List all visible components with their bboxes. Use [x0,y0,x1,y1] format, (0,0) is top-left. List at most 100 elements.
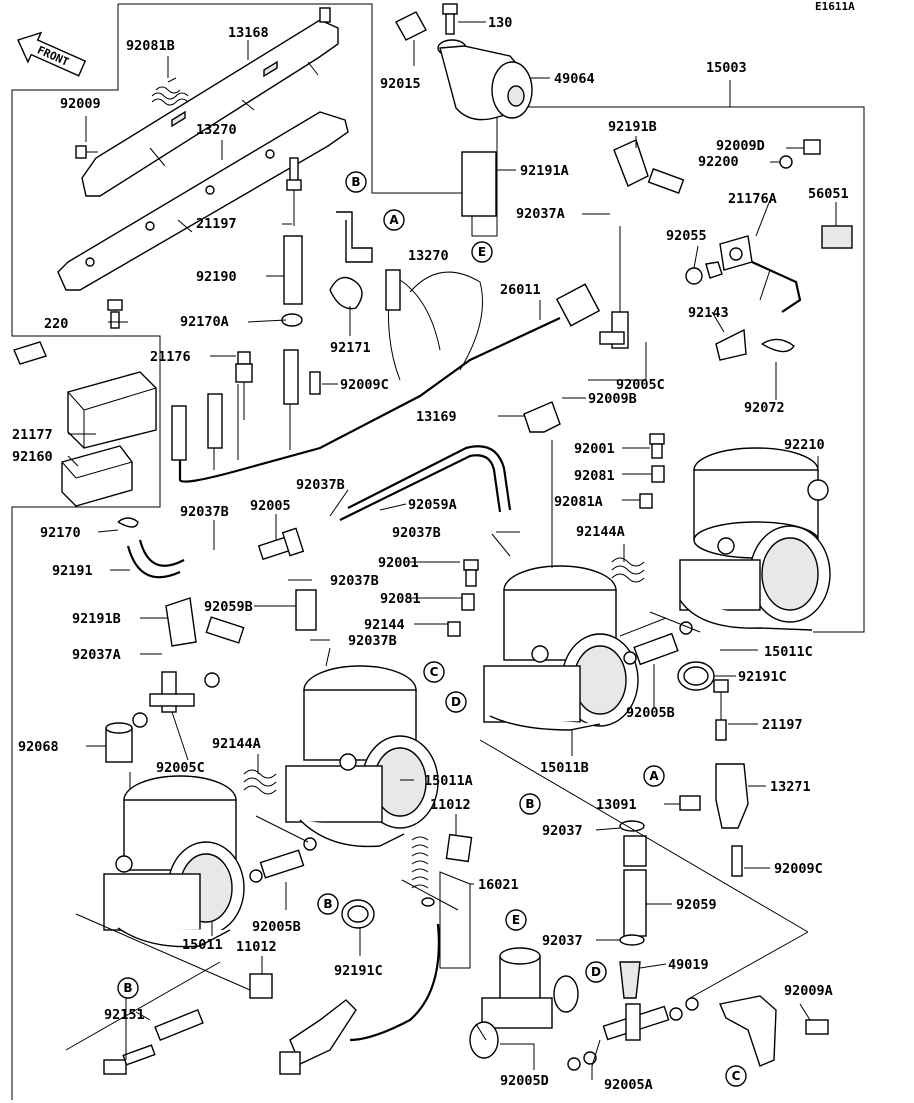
label-13169: 13169 [416,409,457,425]
svg-text:C: C [732,1069,741,1083]
label-92009C: 92009C [340,377,389,393]
front-arrow-icon: FRONT [17,31,87,77]
label-92200: 92200 [698,154,739,170]
label-92190: 92190 [196,269,237,285]
label-92005B: 92005B [252,919,301,935]
label-92160: 92160 [12,449,53,465]
svg-text:D: D [591,965,601,979]
sensor-21197-lower [713,679,729,741]
label-92005D: 92005D [500,1073,549,1089]
callout-A-top: A [383,209,405,231]
pad-56051 [821,225,853,249]
bracket-13270-small [336,211,373,263]
spring-92081-upper [651,465,665,483]
screw-92001-upper [649,433,665,459]
hose-92059A [339,445,512,521]
label-92037: 92037 [542,823,583,839]
spring-92081 [461,593,475,611]
label-92009: 92009 [60,96,101,112]
label-92191C: 92191C [738,669,787,685]
label-92009C-b: 92009C [774,861,823,877]
label-92081B: 92081B [126,38,175,54]
screw-92009D [786,139,821,155]
label-92037B-b: 92037B [180,504,229,520]
label-92037A-b: 92037A [72,647,121,663]
callout-B-top: B [345,171,367,193]
label-92001: 92001 [574,441,615,457]
bolt-220 [107,299,123,329]
bracket-13169 [523,401,561,433]
tee-upper [599,226,629,349]
label-92005A: 92005A [604,1077,653,1093]
label-15011C: 15011C [764,644,813,660]
label-11012: 11012 [430,797,471,813]
bracket-92009A [719,995,829,1067]
part-92143 [715,328,747,361]
label-92001-b: 92001 [378,555,419,571]
cable-lever [279,923,440,1075]
label-92081A: 92081A [554,494,603,510]
label-13168: 13168 [228,25,269,41]
label-92005B-b: 92005B [626,705,675,721]
label-92037A: 92037A [516,206,565,222]
label-49064: 49064 [554,71,595,87]
callouts: B A E C D B A B E D B C [117,171,747,1087]
label-92015: 92015 [380,76,421,92]
label-92210: 92210 [784,437,825,453]
svg-text:B: B [351,175,360,189]
svg-text:E: E [512,913,520,927]
clip-92015 [395,11,427,41]
label-92005: 92005 [250,498,291,514]
hose-92059B [295,589,317,631]
label-16021: 16021 [478,877,519,893]
label-15011A: 15011A [424,773,473,789]
svg-text:A: A [389,213,399,227]
svg-text:C: C [430,665,439,679]
label-92055: 92055 [666,228,707,244]
label-92191A: 92191A [520,163,569,179]
carburetor-15011 [103,775,245,948]
hose-92059 [623,835,647,937]
label-92191: 92191 [52,563,93,579]
label-92037B-c: 92037B [392,525,441,541]
label-92059: 92059 [676,897,717,913]
carburetor-15011C [679,447,831,631]
label-130: 130 [488,15,512,31]
carburetor-15011B [483,565,639,731]
part-labels: 130 49064 92015 15003 92081B 13168 92009… [12,15,849,1093]
callout-E-lower: E [505,909,527,931]
pipe-92005B-right [623,621,693,666]
screw-130 [442,3,458,35]
label-92143: 92143 [688,305,729,321]
label-92009D: 92009D [716,138,765,154]
clamp-92171 [329,276,363,310]
label-13270: 13270 [196,122,237,138]
washer-92200 [779,155,793,169]
hose-92191B-upper [613,139,685,194]
label-92081-b: 92081 [380,591,421,607]
cap-92210 [807,479,829,501]
spring-92144A [243,769,277,795]
cap-11012 [445,833,473,863]
label-11012-b: 11012 [236,939,277,955]
seal-92191C-lower [341,899,375,929]
leader-lines [65,21,837,1080]
callout-D-mid: D [445,691,467,713]
label-13091: 13091 [596,797,637,813]
label-92081: 92081 [574,468,615,484]
label-92037B: 92037B [296,477,345,493]
tee-92005D [469,947,579,1059]
group-frames [11,3,865,1100]
sensor-21176 [235,351,253,420]
label-92059B: 92059B [204,599,253,615]
label-26011: 26011 [500,282,541,298]
callout-B-left: B [117,977,139,999]
harness-26011 [171,269,601,483]
carburetor-15011A [285,665,439,848]
label-92170A: 92170A [180,314,229,330]
label-92144: 92144 [364,617,405,633]
label-15003: 15003 [706,60,747,76]
spring-92144A-right [611,557,645,583]
bolt-92151 [103,1008,204,1075]
